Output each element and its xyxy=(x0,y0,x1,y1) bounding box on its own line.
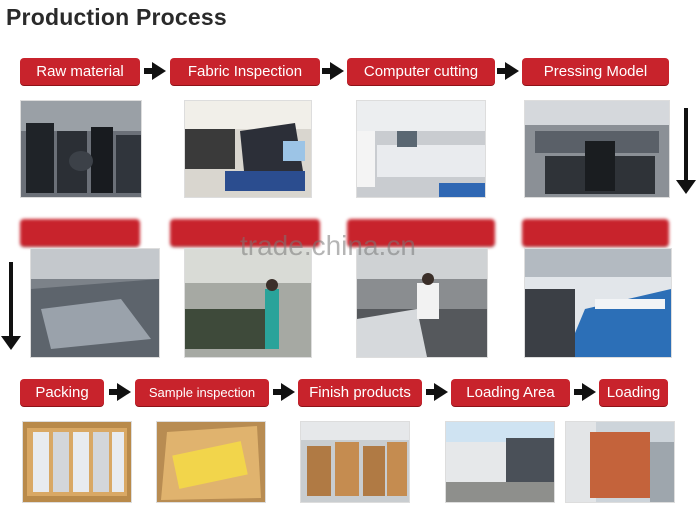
step-blurred-label xyxy=(522,219,669,246)
arrow-right-icon xyxy=(497,62,519,80)
photo-sewing-preparation xyxy=(30,248,160,358)
step-blurred-label xyxy=(347,219,495,246)
watermark: trade.china.cn xyxy=(240,230,416,261)
step-loading-area: Loading Area xyxy=(451,379,570,406)
step-raw-material: Raw material xyxy=(20,58,140,85)
arrow-right-icon xyxy=(574,383,596,401)
arrow-down-icon xyxy=(676,108,696,194)
photo-sewing-workshop xyxy=(356,248,488,358)
arrow-right-icon xyxy=(322,62,344,80)
step-pressing-model: Pressing Model xyxy=(522,58,669,85)
arrow-right-icon xyxy=(426,383,448,401)
photo-pressing-model xyxy=(524,100,670,198)
photo-computer-cutting xyxy=(356,100,486,198)
step-sample-inspection: Sample inspection xyxy=(135,379,269,406)
step-blurred-label xyxy=(20,219,140,246)
photo-worker-fabric xyxy=(184,248,312,358)
page-title: Production Process xyxy=(6,4,227,30)
arrow-down-icon xyxy=(1,262,21,350)
step-packing: Packing xyxy=(20,379,104,406)
photo-loading-area xyxy=(445,421,555,503)
photo-fabric-inspection xyxy=(184,100,312,198)
step-finish-products: Finish products xyxy=(298,379,422,406)
step-loading: Loading xyxy=(599,379,668,406)
arrow-right-icon xyxy=(109,383,131,401)
step-computer-cutting: Computer cutting xyxy=(347,58,495,85)
arrow-right-icon xyxy=(273,383,295,401)
photo-finish-products xyxy=(300,421,410,503)
step-fabric-inspection: Fabric Inspection xyxy=(170,58,320,85)
step-blurred-label xyxy=(170,219,320,246)
photo-sample-inspection xyxy=(156,421,266,503)
photo-packing xyxy=(22,421,132,503)
photo-loading xyxy=(565,421,675,503)
photo-production-line xyxy=(524,248,672,358)
arrow-right-icon xyxy=(144,62,166,80)
photo-raw-material xyxy=(20,100,142,198)
